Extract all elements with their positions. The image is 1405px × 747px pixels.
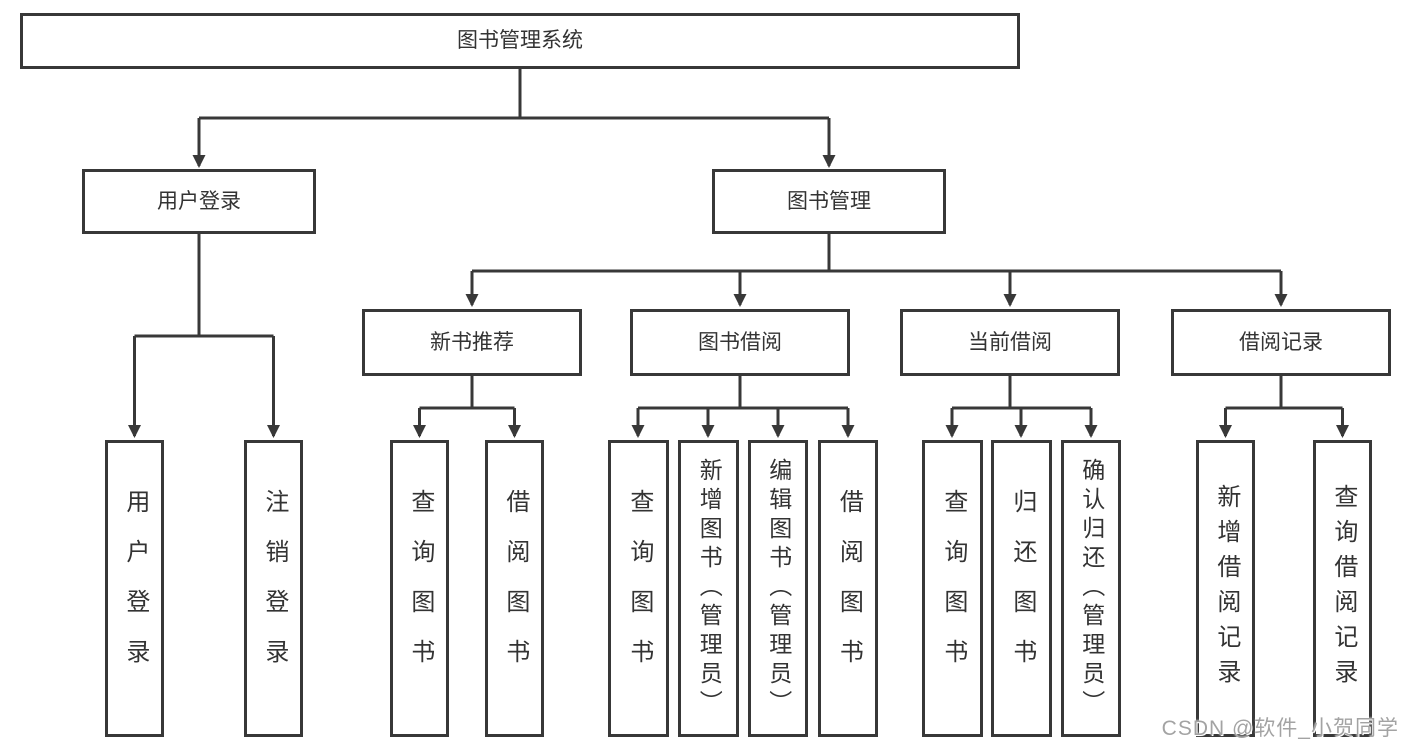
node-user-login: 用户登录: [82, 169, 316, 234]
node-leaf-return-books: 归还图书: [991, 440, 1052, 737]
node-leaf-confirm-return-admin: 确认归还（管理员）: [1061, 440, 1121, 737]
node-new-book-recommend: 新书推荐: [362, 309, 582, 376]
node-leaf-user-login-action: 用户登录: [105, 440, 164, 737]
node-book-management: 图书管理: [712, 169, 946, 234]
node-leaf-query-books-current: 查询图书: [922, 440, 983, 737]
csdn-watermark: CSDN @软件_小贺同学: [1161, 717, 1399, 740]
node-current-borrow: 当前借阅: [900, 309, 1120, 376]
node-leaf-borrow-books-recommend: 借阅图书: [485, 440, 544, 737]
node-leaf-logout-action: 注销登录: [244, 440, 303, 737]
node-leaf-query-books-recommend: 查询图书: [390, 440, 449, 737]
node-leaf-borrow-books-action: 借阅图书: [818, 440, 878, 737]
node-book-borrow: 图书借阅: [630, 309, 850, 376]
node-root-system: 图书管理系统: [20, 13, 1020, 69]
node-borrow-record: 借阅记录: [1171, 309, 1391, 376]
node-leaf-add-borrow-record: 新增借阅记录: [1196, 440, 1255, 737]
node-leaf-add-books-admin: 新增图书（管理员）: [678, 440, 739, 737]
node-leaf-query-books-borrow: 查询图书: [608, 440, 669, 737]
node-leaf-query-borrow-record: 查询借阅记录: [1313, 440, 1372, 737]
node-leaf-edit-books-admin: 编辑图书（管理员）: [748, 440, 808, 737]
